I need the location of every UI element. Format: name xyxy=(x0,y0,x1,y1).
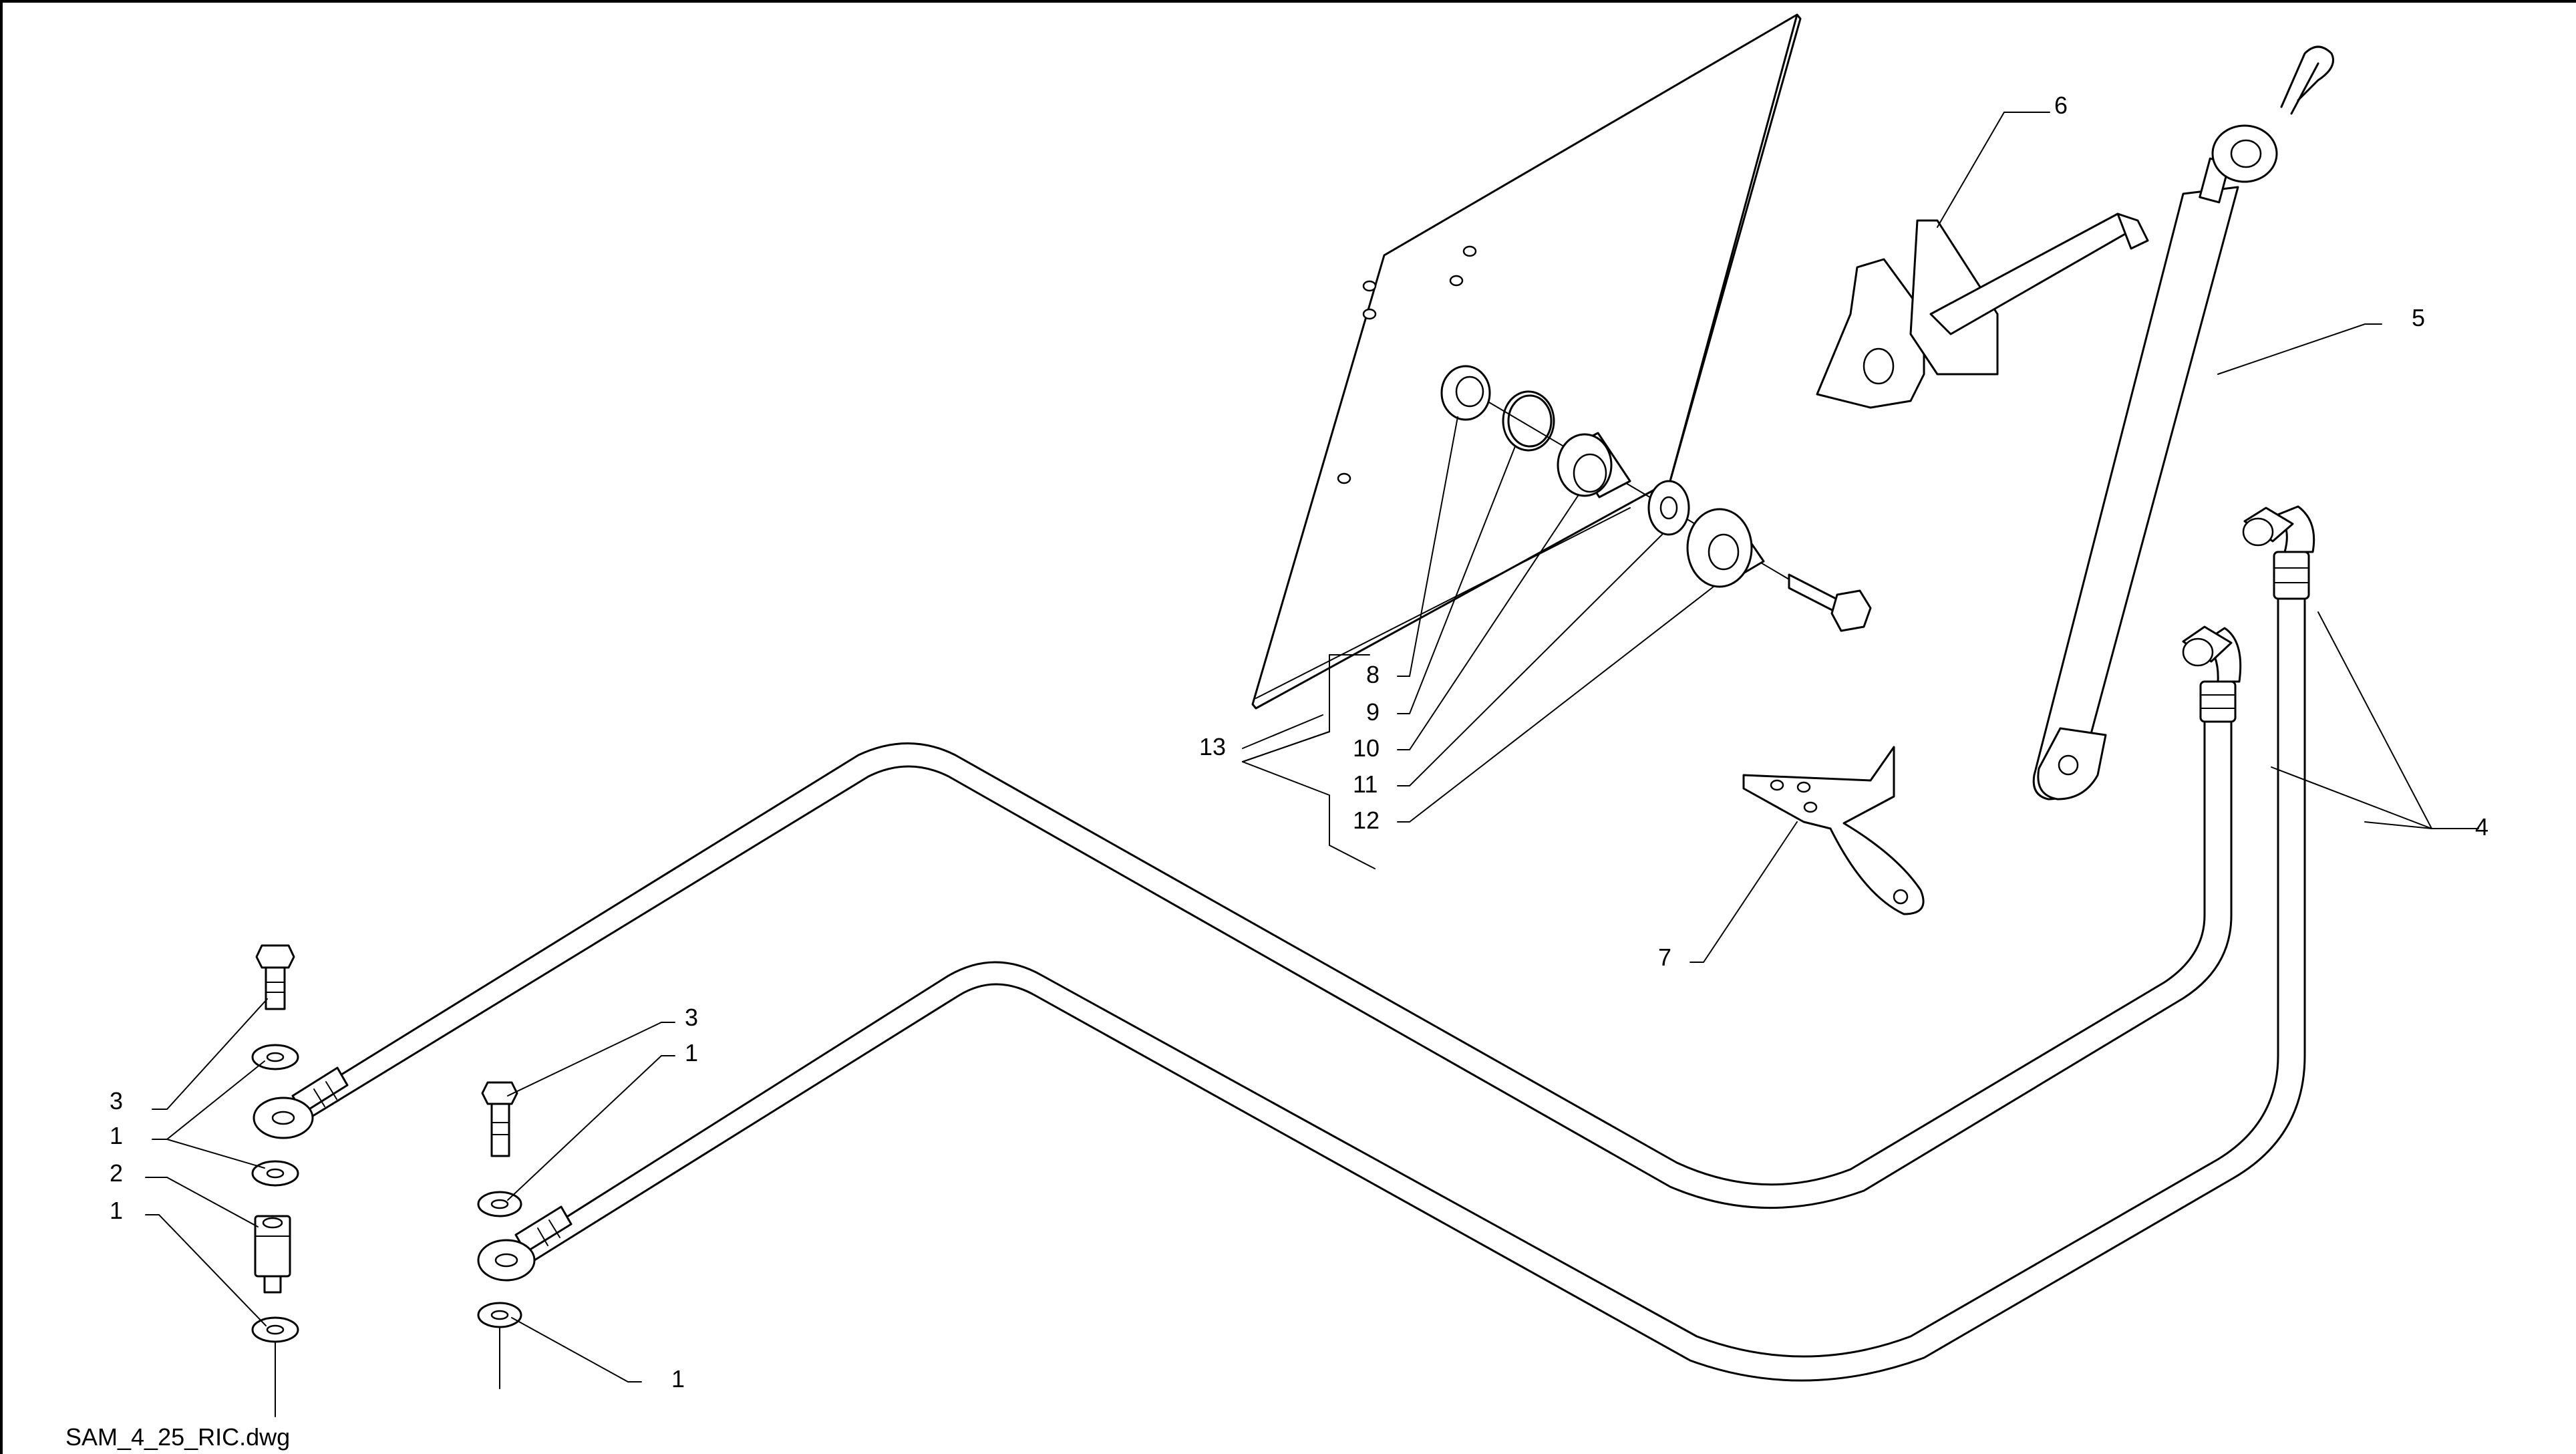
callout-9: 9 xyxy=(1366,698,1380,726)
pivot-bracket-6 xyxy=(1816,212,2149,409)
washer-center-bottom xyxy=(477,1302,522,1328)
leader-lines xyxy=(145,112,2479,1383)
callout-10: 10 xyxy=(1353,734,1380,762)
support-bracket-7 xyxy=(1742,746,1925,915)
r-clip-pin xyxy=(2280,45,2334,115)
washer-left-mid xyxy=(251,1160,299,1187)
bolt-center xyxy=(481,1081,518,1157)
callout-13: 13 xyxy=(1199,733,1226,760)
bushing-8 xyxy=(1440,365,1491,421)
drawing-file-name: SAM_4_25_RIC.dwg xyxy=(65,1423,291,1451)
eye-fitting-left-upper xyxy=(253,1097,314,1139)
washer-left-top xyxy=(251,1044,299,1070)
callout-12: 12 xyxy=(1353,807,1380,834)
spacer-nut-left xyxy=(254,1215,291,1294)
callout-2: 2 xyxy=(110,1159,123,1187)
callout-1-center-bottom: 1 xyxy=(671,1365,685,1393)
callout-8: 8 xyxy=(1366,661,1380,688)
callout-4: 4 xyxy=(2475,813,2488,841)
callout-6: 6 xyxy=(2054,92,2068,119)
circlip-9 xyxy=(1502,390,1555,452)
bolt-plate xyxy=(1788,573,1872,632)
washer-left-bottom xyxy=(251,1316,299,1343)
washer-center-top xyxy=(477,1191,522,1217)
bolt-left xyxy=(255,944,295,1010)
callout-1-left-upper: 1 xyxy=(110,1122,123,1149)
callout-3-center: 3 xyxy=(685,1004,698,1031)
callout-labels: 3 1 2 1 3 1 1 6 5 4 7 8 9 10 11 12 13 xyxy=(110,92,2488,1393)
hose-upper xyxy=(293,700,2233,1209)
callout-5: 5 xyxy=(2412,304,2425,331)
hydraulic-cylinder-5 xyxy=(2032,124,2278,801)
hose-lower xyxy=(526,587,2306,1382)
washer-11 xyxy=(1647,480,1690,536)
callout-7: 7 xyxy=(1658,943,1671,971)
eye-fitting-center xyxy=(477,1239,536,1282)
callout-3-left: 3 xyxy=(110,1087,123,1115)
hose-fitting-right-2 xyxy=(2242,505,2315,600)
spacer-12 xyxy=(1686,508,1765,588)
callout-11: 11 xyxy=(1353,770,1378,798)
callout-1-center-top: 1 xyxy=(685,1039,698,1066)
mounting-plate xyxy=(1251,13,1802,710)
callout-1-left-lower: 1 xyxy=(110,1197,123,1224)
hose-fitting-right-1 xyxy=(2182,625,2242,723)
bearing-10 xyxy=(1557,432,1631,498)
